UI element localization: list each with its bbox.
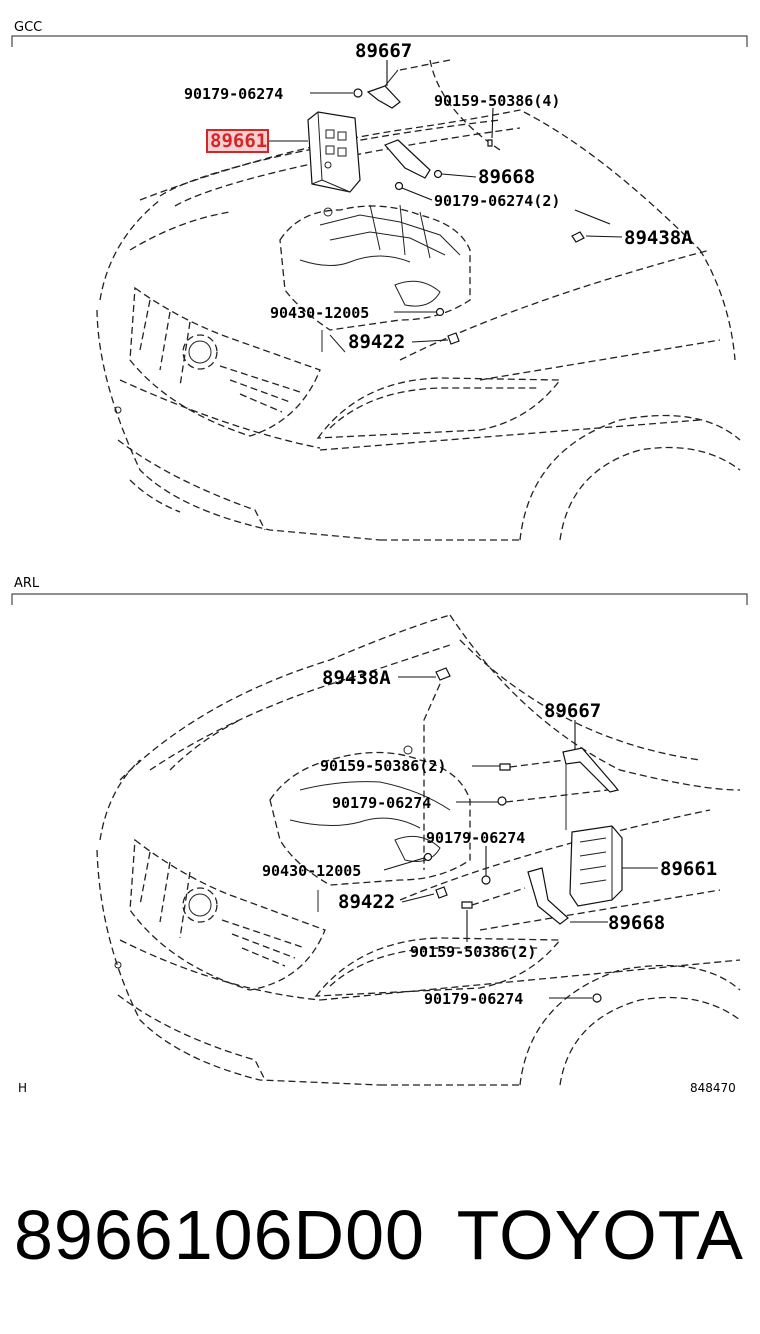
callout-89438a[interactable]: 89438A — [624, 227, 693, 249]
fasteners — [423, 667, 602, 1003]
brand-name: TOYOTA — [456, 1196, 744, 1274]
bracket-upper — [562, 747, 620, 830]
engine-block — [269, 745, 471, 912]
callout-90159-50386-2[interactable]: 90159-50386(2) — [320, 757, 446, 775]
car-body-outline — [96, 59, 741, 541]
highlight-box — [206, 129, 269, 153]
callout-90430-12005[interactable]: 90430-12005 — [262, 862, 361, 880]
callout-90179-06274[interactable]: 90179-06274 — [332, 794, 431, 812]
callout-90179-06274[interactable]: 90179-06274 — [184, 85, 283, 103]
callout-90179-06274[interactable]: 90179-06274 — [424, 990, 523, 1008]
footer-illustration-number: 848470 — [690, 1081, 736, 1095]
ecu-module — [307, 111, 361, 193]
bracket-lower — [383, 139, 431, 179]
section-gcc: GCC — [11, 20, 748, 541]
callout-90179-06274[interactable]: 90179-06274 — [426, 829, 525, 847]
bracket-upper — [366, 69, 401, 109]
leader-lines — [383, 676, 658, 999]
callout-89438a[interactable]: 89438A — [322, 667, 391, 689]
section-label-gcc: GCC — [14, 20, 42, 35]
ecu-module — [569, 825, 623, 907]
section-bracket — [11, 35, 748, 47]
callout-90430-12005[interactable]: 90430-12005 — [270, 304, 369, 322]
callout-90159-50386-4[interactable]: 90159-50386(4) — [434, 92, 560, 110]
callout-89667[interactable]: 89667 — [355, 40, 412, 62]
section-arl: ARL — [11, 576, 748, 1086]
fasteners — [353, 88, 585, 345]
callout-89668[interactable]: 89668 — [608, 912, 665, 934]
callout-89422[interactable]: 89422 — [348, 331, 405, 353]
car-body-outline — [96, 614, 741, 1086]
callout-90159-50386-2[interactable]: 90159-50386(2) — [410, 943, 536, 961]
section-bracket — [11, 593, 748, 605]
callout-89661[interactable]: 89661 — [660, 858, 717, 880]
part-number: 8966106D00 — [14, 1196, 425, 1274]
callout-90179-06274-2[interactable]: 90179-06274(2) — [434, 192, 560, 210]
callout-89668[interactable]: 89668 — [478, 166, 535, 188]
callout-89667[interactable]: 89667 — [544, 700, 601, 722]
leader-lines — [268, 60, 623, 343]
callout-89422[interactable]: 89422 — [338, 891, 395, 913]
section-label-arl: ARL — [14, 576, 40, 591]
product-caption: 8966106D00 TOYOTA — [0, 1185, 760, 1285]
callout-89661-highlighted[interactable]: 89661 — [210, 130, 267, 152]
bracket-lower — [527, 867, 569, 925]
engine-block — [279, 204, 471, 353]
footer-left-code: H — [18, 1081, 27, 1095]
